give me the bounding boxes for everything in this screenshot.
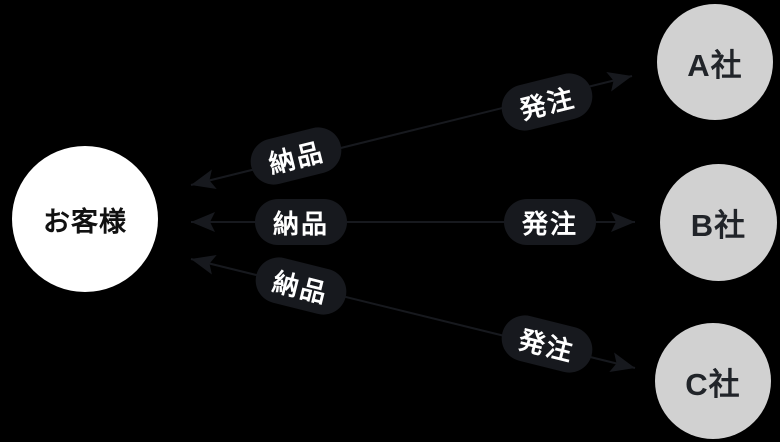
company-node-c: C社: [655, 323, 771, 439]
customer-node: お客様: [12, 146, 158, 292]
company-node-b: B社: [660, 164, 777, 281]
order-arrowhead-b: [611, 212, 635, 232]
delivery-arrowhead-c: [191, 255, 217, 275]
order-arrowhead-a: [606, 72, 632, 92]
delivery-arrowhead-a: [191, 169, 217, 189]
company-node-a: A社: [657, 4, 773, 120]
delivery-label-b: 納品: [255, 199, 347, 245]
delivery-arrowhead-b: [191, 212, 215, 232]
order-arrowhead-c: [609, 352, 635, 372]
order-label-b: 発注: [504, 199, 596, 245]
